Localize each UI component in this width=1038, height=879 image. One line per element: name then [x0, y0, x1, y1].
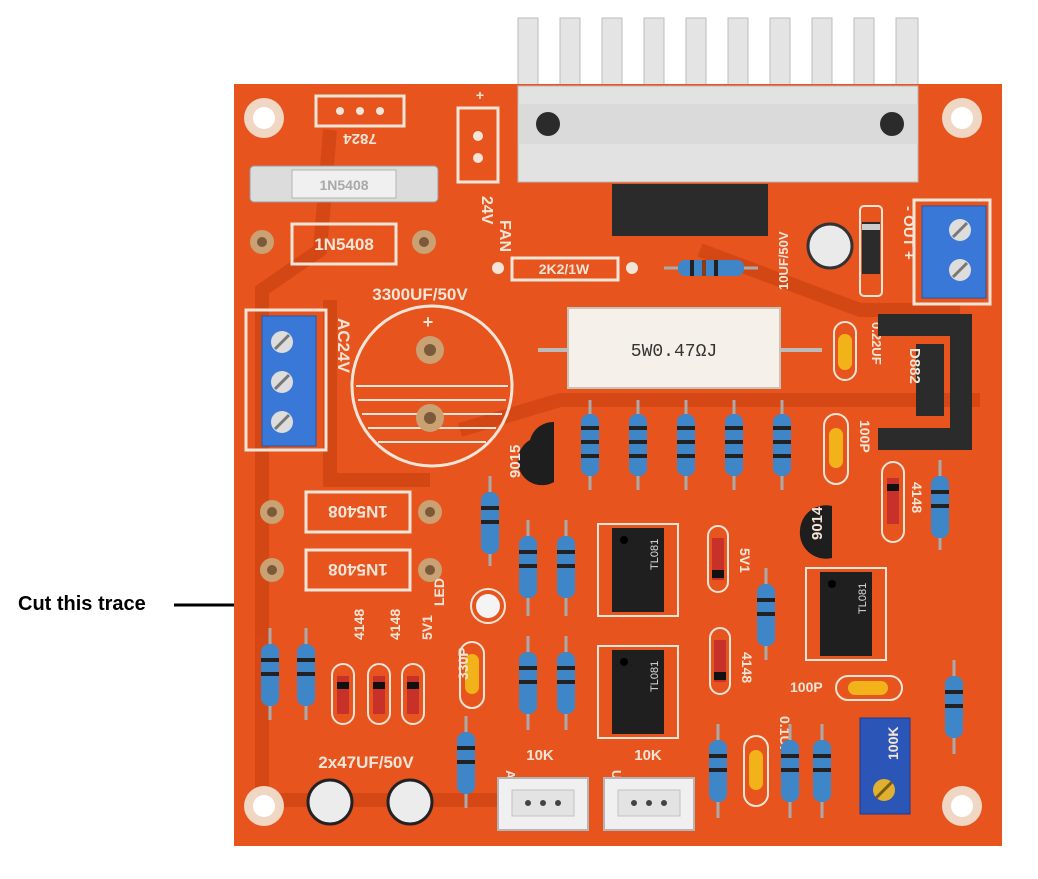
- output-diode: [859, 205, 883, 297]
- cap-10uf-label: 10UF/50V: [776, 231, 791, 290]
- fan-voltage-label: 24V: [478, 196, 495, 225]
- resistor-row: [581, 400, 791, 490]
- trimmer-100k: 100K: [859, 717, 911, 815]
- opamp-2-text: TL081: [649, 661, 661, 692]
- diode-1n5408-top: 1N5408: [250, 222, 436, 266]
- ac-label: AC24V: [334, 318, 353, 373]
- diode-4148-d-label: 4148: [739, 652, 755, 683]
- power-resistor: 5W0.47ΩJ: [538, 307, 822, 389]
- regulator-7824: 7824: [314, 94, 406, 147]
- mounting-holes: [244, 98, 982, 826]
- fan-label: FAN: [496, 220, 513, 252]
- diode-4148-mid: 4148: [709, 627, 755, 695]
- zener-b-label: 5V1: [737, 548, 753, 573]
- transistor-9014: 9014: [799, 505, 832, 559]
- led: LED: [431, 578, 506, 624]
- fuse-text: 1N5408: [319, 177, 368, 193]
- diode-1n5408-4: 1N5408: [260, 548, 442, 592]
- zener-5v1-mid: 5V1: [707, 525, 753, 593]
- caps-small-label: 2x47UF/50V: [318, 753, 414, 772]
- capacitor-330p: 330P: [455, 641, 485, 709]
- diode-top-label: 1N5408: [314, 235, 374, 254]
- 9015-label: 9015: [507, 445, 524, 478]
- opamp-2: TL081: [597, 645, 679, 739]
- heatsink-base: [517, 85, 919, 183]
- fuse: 1N5408: [249, 165, 439, 203]
- regulator-label: 7824: [343, 130, 377, 147]
- diode-4148-right: 4148: [881, 461, 925, 543]
- output-label: - OUT +: [900, 206, 917, 260]
- resistor-small-top: [664, 260, 758, 276]
- transistor-9015: 9015: [507, 421, 554, 486]
- svg-text:+: +: [476, 87, 484, 103]
- output-terminal-block: - OUT +: [900, 198, 992, 306]
- 9014-label: 9014: [809, 506, 826, 540]
- led-label: LED: [431, 578, 447, 606]
- opamp-3-text: TL081: [857, 583, 869, 614]
- fan-connector: + FAN 24V: [456, 87, 513, 252]
- opamp-1: TL081: [597, 523, 679, 617]
- power-transistor-body: [612, 184, 768, 236]
- capacitor-100p-b: 100P: [790, 675, 903, 701]
- opamp-1-text: TL081: [649, 539, 661, 570]
- zener-a-label: 5V1: [419, 615, 435, 640]
- resistors-mid: [457, 460, 963, 808]
- power-resistor-text: 5W0.47ΩJ: [631, 342, 717, 362]
- connector-a-label: A: [503, 770, 518, 780]
- pot-a-label: 10K: [526, 747, 554, 764]
- capacitor-10uf: 10UF/50V: [776, 222, 854, 290]
- capacitor-3300uf: 3300UF/50V +: [350, 285, 514, 468]
- cap-100p-a-label: 100P: [857, 420, 873, 453]
- cap-330p-label: 330P: [455, 647, 471, 680]
- cap-main-label: 3300UF/50V: [372, 285, 468, 304]
- diode-4-label: 1N5408: [328, 560, 388, 579]
- cut-trace-callout-text: Cut this trace: [18, 593, 146, 615]
- diode-3-label: 1N5408: [328, 502, 388, 521]
- diode-1n5408-3: 1N5408: [260, 490, 442, 534]
- ac-terminal-block: AC24V: [244, 308, 353, 452]
- capacitor-100p-a: 100P: [823, 413, 873, 485]
- pot-v-label: 10K: [634, 747, 662, 764]
- svg-text:+: +: [423, 312, 434, 332]
- d882-label: D882: [906, 348, 923, 384]
- bottom-left-parts: 4148 4148 5V1: [261, 609, 435, 725]
- opamp-3: TL081: [805, 567, 887, 661]
- diode-4148-c-label: 4148: [909, 482, 925, 513]
- resistor-2k2: 2K2/1W: [492, 256, 638, 282]
- diode-4148-b-label: 4148: [387, 609, 403, 640]
- diode-4148-a-label: 4148: [351, 609, 367, 640]
- connector-u: 10K U: [603, 747, 695, 831]
- transistor-d882: D882: [878, 314, 972, 450]
- resistor-2k2-label: 2K2/1W: [539, 261, 590, 277]
- trimmer-label: 100K: [885, 727, 901, 760]
- connector-a: 10K A: [497, 747, 589, 831]
- bottom-right-parts: 0.1UF: [709, 716, 831, 818]
- connector-u-label: U: [609, 770, 624, 779]
- capacitors-47uf: 2x47UF/50V: [306, 753, 434, 826]
- cap-100p-b-label: 100P: [790, 679, 823, 695]
